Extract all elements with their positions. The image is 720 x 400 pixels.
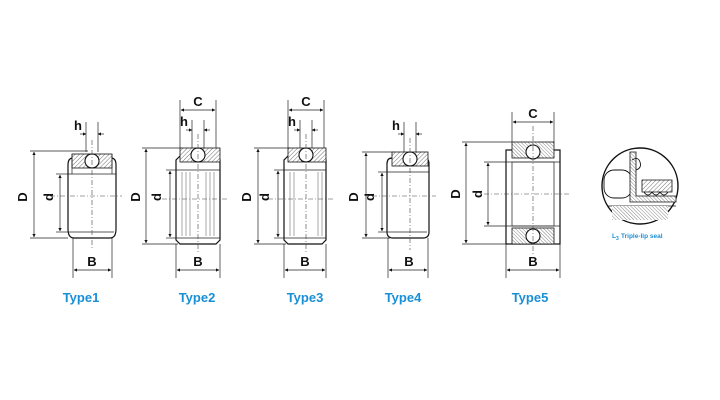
dimension-lines bbox=[254, 100, 327, 278]
seal-label: Triple-lip seal bbox=[621, 233, 663, 240]
dim-h-label: h bbox=[74, 118, 82, 133]
type2-label: Type2 bbox=[179, 290, 216, 305]
type4-label: Type4 bbox=[385, 290, 422, 305]
dim-B-label: B bbox=[87, 254, 96, 269]
type1-label: Type1 bbox=[63, 290, 100, 305]
dim-B-label: B bbox=[528, 254, 537, 269]
bearing-body bbox=[50, 140, 122, 250]
bearing-body bbox=[162, 134, 228, 254]
dim-B-label: B bbox=[193, 254, 202, 269]
dim-h-label: h bbox=[180, 114, 188, 129]
dim-D-label: D bbox=[448, 189, 463, 198]
dim-C-label: C bbox=[528, 106, 538, 121]
bearing-body bbox=[268, 134, 334, 254]
dim-d-label: d bbox=[257, 193, 272, 201]
seal-section bbox=[603, 151, 677, 220]
dim-D-label: D bbox=[346, 192, 361, 201]
dimension-lines bbox=[362, 122, 429, 278]
dim-d-label: d bbox=[149, 193, 164, 201]
bearing-body bbox=[372, 138, 436, 250]
seal-marker: L3 bbox=[612, 233, 619, 242]
bearing-type5: C D d B Type5 bbox=[448, 106, 570, 305]
type5-label: Type5 bbox=[512, 290, 549, 305]
triple-lip-seal-detail: L3 Triple-lip seal bbox=[601, 147, 679, 242]
bearing-type1: D d h B Type1 bbox=[15, 118, 122, 305]
bearing-type3: C h D d B Type3 bbox=[239, 94, 334, 305]
type3-label: Type3 bbox=[287, 290, 324, 305]
dim-d-label: d bbox=[362, 193, 377, 201]
dim-D-label: D bbox=[239, 192, 254, 201]
bearing-type4: h D d B Type4 bbox=[346, 118, 436, 305]
dim-d-label: d bbox=[470, 190, 485, 198]
dimension-lines bbox=[142, 100, 221, 278]
dim-B-label: B bbox=[404, 254, 413, 269]
dim-d-label: d bbox=[41, 193, 56, 201]
dim-h-label: h bbox=[288, 114, 296, 129]
dim-h-label: h bbox=[392, 118, 400, 133]
dimension-lines bbox=[462, 112, 561, 278]
dim-D-label: D bbox=[128, 192, 143, 201]
dim-C-label: C bbox=[193, 94, 203, 109]
bearing-body bbox=[484, 126, 570, 254]
dimension-lines bbox=[30, 122, 113, 278]
bearing-type2: C h D d B Type2 bbox=[128, 94, 228, 305]
dim-B-label: B bbox=[300, 254, 309, 269]
dim-D-label: D bbox=[15, 192, 30, 201]
dim-C-label: C bbox=[301, 94, 311, 109]
